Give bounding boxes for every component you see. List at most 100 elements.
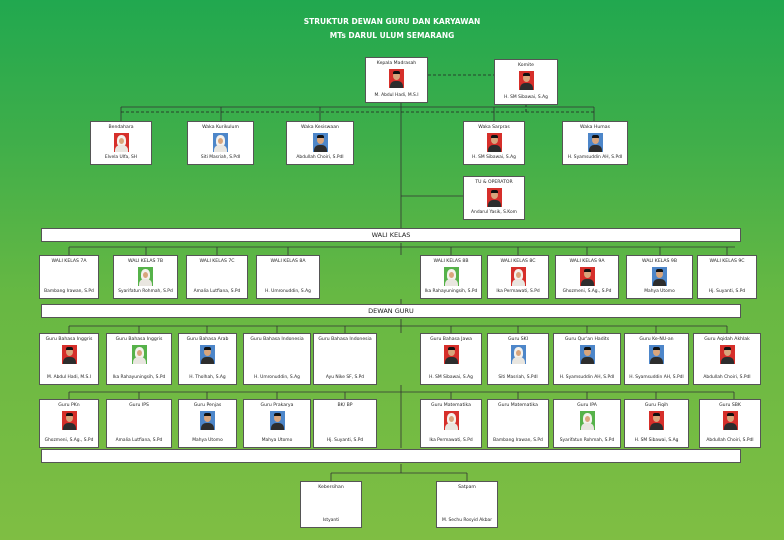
- portrait-photo: [510, 267, 526, 286]
- node-role: Guru Ke-NU-an: [639, 337, 674, 342]
- node-role: Guru Matematika: [498, 403, 538, 408]
- node-person-name: Mahya Utomo: [192, 438, 223, 443]
- chart-title: STRUKTUR DEWAN GURU DAN KARYAWAN: [303, 17, 481, 26]
- node-person-name: H. Syamsuddin AH, S.PdI: [629, 375, 684, 380]
- wali-kelas-banner: WALI KELAS: [41, 228, 741, 242]
- org-node-g-quran: Guru Qur'an Hadits H. Syamsuddin AH, S.Pd…: [553, 333, 621, 385]
- node-person-name: Istyanti: [322, 518, 340, 523]
- node-person-name: H. Syamsuddin AH, S.PdI: [559, 375, 615, 380]
- org-node-g-indo1: Guru Bahasa Indonesia H. Umronuddin, S.Ag: [243, 333, 311, 385]
- node-person-name: Andarul Yasik, S.Kom: [471, 210, 517, 215]
- node-role: Guru Aqidah Akhlak: [704, 337, 750, 342]
- node-person-name: M. Abdul Hadi, M.S.I: [46, 375, 91, 380]
- portrait-photo: [579, 411, 595, 430]
- node-role: Kebersihan: [318, 485, 344, 490]
- node-person-name: Amalia Lutfiana, S.Pd: [193, 289, 241, 294]
- node-role: Guru Qur'an Hadits: [564, 337, 610, 342]
- portrait-photo: [587, 133, 603, 152]
- node-person-name: Hj. Suyanti, S.Pd: [326, 438, 364, 443]
- node-person-name: H. SM Sibawai, S.Ag: [634, 438, 679, 443]
- org-node-g-fiqih: Guru Fiqih H. SM Sibawai, S.Ag: [624, 399, 689, 448]
- node-role: Guru Prakarya: [260, 403, 294, 408]
- org-node-g-sbk: Guru SBK Abdullah Choiri, S.PdI: [699, 399, 761, 448]
- node-person-name: H. SM Sibawai, S.Ag: [429, 375, 473, 380]
- node-role: WALI KELAS 9A: [569, 259, 605, 264]
- node-role: TU & OPERATOR: [475, 180, 513, 185]
- portrait-photo: [200, 411, 215, 430]
- org-node-wk-9a: WALI KELAS 9A Ghozmeni, S.Ag., S.Pd: [555, 255, 619, 299]
- portrait-photo: [518, 71, 534, 90]
- node-role: Waka Kesiswaan: [301, 125, 339, 130]
- node-person-name: Abdullah Choiri, S.PdI: [706, 438, 754, 443]
- node-role: WALI KELAS 8B: [433, 259, 469, 264]
- node-person-name: M. Abdul Hadi, M.S.I: [374, 93, 419, 98]
- node-person-name: H. Umronuddin, S.Ag: [265, 289, 311, 294]
- node-person-name: H. Syamsuddin AH, S.PdI: [567, 155, 623, 160]
- node-role: Guru Bahasa Inggris: [45, 337, 93, 342]
- portrait-photo: [443, 267, 459, 286]
- portrait-photo: [113, 133, 129, 152]
- node-person-name: Bambang Irawan, S.Pd: [493, 438, 543, 443]
- node-person-name: Ika Permawati, S.Pd: [429, 438, 473, 443]
- chart-subtitle: MTs DARUL ULUM SEMARANG: [329, 31, 455, 40]
- org-node-waka-sarpras: Waka Sarpras H. SM Sibawai, S.Ag: [463, 121, 525, 165]
- node-role: Guru Bahasa Jawa: [430, 337, 472, 342]
- portrait-photo: [389, 69, 404, 88]
- node-role: Bendahara: [108, 125, 134, 130]
- org-node-g-jawa: Guru Bahasa Jawa H. SM Sibawai, S.Ag: [420, 333, 482, 385]
- portrait-photo: [510, 345, 526, 364]
- org-node-wk-9b: WALI KELAS 9B Mahya Utomo: [626, 255, 693, 299]
- portrait-photo: [312, 133, 328, 152]
- portrait-photo: [269, 411, 285, 430]
- node-person-name: Siti Masriah, S.PdI: [498, 375, 538, 380]
- node-person-name: Ika Rahayuningsih, S.Pd: [112, 375, 166, 380]
- node-role: Guru SKI: [507, 337, 528, 342]
- node-person-name: H. Umronuddin, S.Ag: [254, 375, 300, 380]
- portrait-photo: [200, 345, 215, 364]
- node-role: WALI KELAS 7A: [51, 259, 87, 264]
- node-role: Guru Bahasa Indonesia: [250, 337, 304, 342]
- node-role: Guru IPA: [577, 403, 597, 408]
- node-role: Guru SBK: [719, 403, 741, 408]
- portrait-photo: [443, 345, 459, 364]
- org-node-g-ski: Guru SKI Siti Masriah, S.PdI: [487, 333, 549, 385]
- node-person-name: Syarifatun Rohmah, S.Pd: [559, 438, 615, 443]
- node-role: Guru Fiqih: [644, 403, 669, 408]
- node-role: Guru Penjas: [193, 403, 222, 408]
- node-role: Waka Humas: [580, 125, 610, 130]
- node-person-name: Amalia Lutfiana, S.Pd: [115, 438, 163, 443]
- node-person-name: H. SM Sibawai, S.Ag: [472, 155, 516, 160]
- node-person-name: Abdullah Choiri, S.PdI: [296, 155, 344, 160]
- portrait-photo: [138, 267, 153, 286]
- node-person-name: Elvela Ulfa, SH: [104, 155, 138, 160]
- portrait-photo: [652, 267, 667, 286]
- node-role: WALI KELAS 8C: [500, 259, 536, 264]
- portrait-photo: [61, 411, 77, 430]
- node-person-name: Mahya Utomo: [644, 289, 675, 294]
- node-role: Satpam: [458, 485, 476, 490]
- org-node-wk-8b: WALI KELAS 8B Ika Rahayuningsih, S.Pd: [420, 255, 482, 299]
- node-person-name: Ika Rahayuningsih, S.Pd: [424, 289, 478, 294]
- node-person-name: Ghozmeni, S.Ag., S.Pd: [562, 289, 612, 294]
- node-role: WALI KELAS 8A: [270, 259, 306, 264]
- portrait-photo: [486, 133, 502, 152]
- node-role: WALI KELAS 9B: [642, 259, 677, 264]
- node-role: Waka Sarpras: [478, 125, 510, 130]
- staff-banner: [41, 449, 741, 463]
